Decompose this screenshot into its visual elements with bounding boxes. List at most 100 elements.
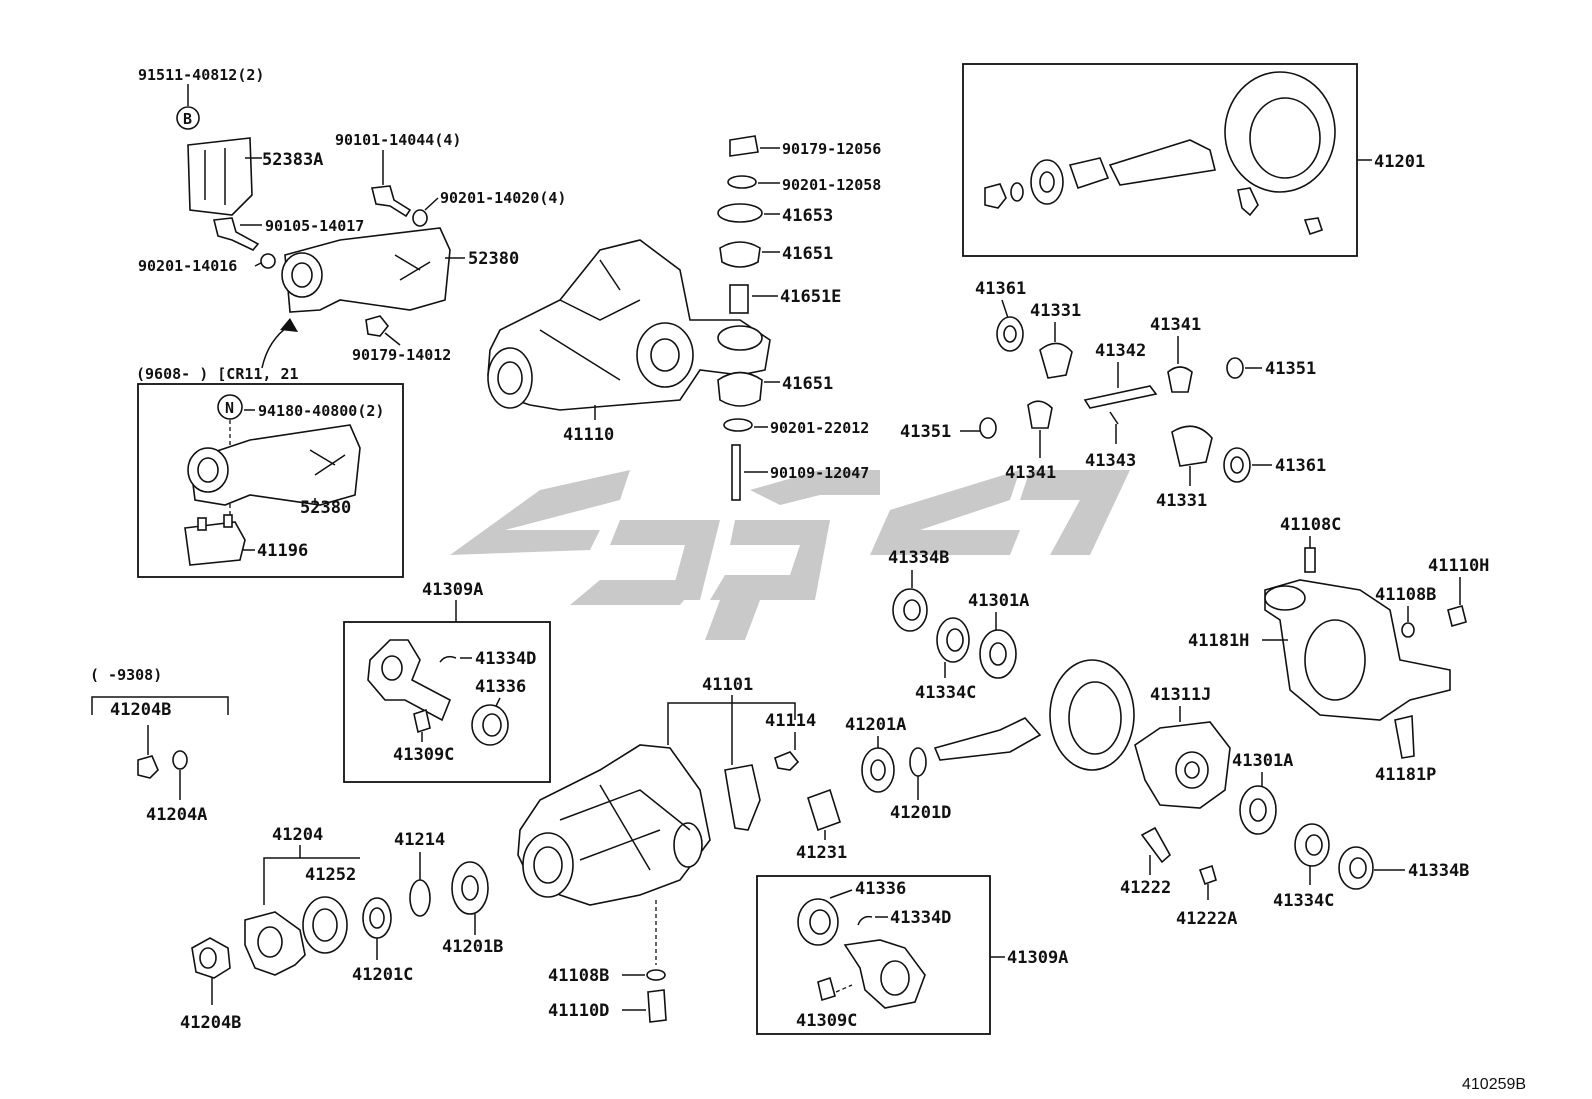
label-bolt-upper: 41309C [393,745,454,765]
cushion-icon [719,241,761,268]
label-washer-top: 90201-12058 [782,176,881,194]
label-bearing-lower: 41301A [1232,751,1293,771]
label-stud: 90109-12047 [770,464,869,482]
bolt-icon [1394,715,1415,759]
marker-b: B [183,110,192,128]
bolt-icon [1237,187,1259,217]
left-flange-header: ( -9308) [90,666,162,684]
left-flange-variant: ( -9308) 41204B 41204A [90,666,229,825]
variant-box: (9608- ) [CR11, 21 N 94180-40800(2) 5238… [136,365,404,578]
marker-n: N [225,399,234,417]
label-side-gear-r: 41331 [1156,491,1207,511]
label-center-group: 41101 [702,675,753,695]
marker-b-icon [176,106,200,130]
pinion-shaft-icon [1083,385,1158,409]
label-bolt-2: 90105-14017 [265,217,364,235]
label-side-shaft-upper: 41309A [422,580,483,600]
label-seal-b-lower: 41334B [1408,861,1469,881]
differential-gears: 41361 41331 41341 41342 41351 41351 4134… [900,279,1326,511]
side-shaft-icon [367,639,452,722]
center-carrier-group: 41101 41114 41201A 41231 41201D 41108B 4… [517,659,1135,1023]
nut-icon [984,183,1007,209]
label-bolt-1: 90101-14044(4) [335,131,461,149]
pinion-icon [1108,139,1216,186]
nut-icon [729,135,759,157]
label-center-bolt: 41114 [765,711,816,731]
label-support-variant: 52380 [300,498,351,518]
label-companion-group: 41204 [272,825,323,845]
label-bracket: 41222 [1120,878,1171,898]
label-nut: 90179-14012 [352,346,451,364]
stopper-icon [717,203,763,223]
label-washer-d: 41201D [890,803,951,823]
label-gasket-center: 41108B [548,966,609,986]
pinion-gear-icon [1027,400,1053,429]
gasket-icon [1401,622,1415,638]
label-oil-seal-upper: 41336 [475,677,526,697]
plug-icon [1447,605,1467,627]
cushion-41196-icon [184,521,246,566]
label-washer-r: 41361 [1275,456,1326,476]
top-bracket-group: 91511-40812(2) B 52383A 90101-14044(4) 9… [138,66,566,369]
thrust-washer-icon [979,417,997,439]
arrow-head-icon [280,318,298,332]
washer-icon [723,418,753,432]
label-support: 52380 [468,249,519,269]
support-52380-icon [284,227,451,313]
ring-gear-kit: 41201 [962,63,1425,257]
label-cushion-upper: 41651 [782,244,833,264]
companion-flange-group: 41204 41252 41201C 41214 41201B 41204B [180,825,503,1033]
nut-icon [137,755,159,779]
label-washer-2: 90201-14016 [138,257,237,275]
label-deflector: 41252 [305,865,356,885]
side-gear-icon [1039,342,1073,379]
right-cover-group: 41108C 41110H 41108B 41181H 41181P [1188,515,1489,785]
label-bearing-b: 41201B [442,937,503,957]
label-collar: 41651E [780,287,841,307]
spacer-icon [1068,157,1110,190]
retainer-icon [724,764,761,831]
label-shaft: 41342 [1095,341,1146,361]
label-plug: 41110H [1428,556,1489,576]
bolt-icon [1198,864,1217,886]
breather-icon [1304,547,1316,573]
bolt-icon [774,751,800,771]
label-thrust-l: 41351 [900,422,951,442]
label-bearing-c: 41201C [352,965,413,985]
label-carrier: 41110 [563,425,614,445]
washer-icon [909,747,927,777]
label-washer-1: 90201-14020(4) [440,189,566,207]
label-snap-ring-upper: 41334D [475,649,536,669]
label-ring-gear-kit: 41201 [1374,152,1425,172]
thrust-washer-icon [1226,357,1244,379]
washer-icon [1010,182,1024,202]
bolt-icon [371,185,412,218]
marker-n-icon [217,394,243,420]
carrier-assembly: 41110 90179-12056 90201-12058 41653 4165… [487,135,881,501]
label-seal-c-lower: 41334C [1273,891,1334,911]
label-bolt-lower: 41309C [796,1011,857,1031]
watermark-logo [450,470,1130,640]
label-washer-l: 41361 [975,279,1026,299]
pinion-gear-icon [1167,366,1193,393]
arrow-line [261,324,291,369]
drive-pinion-icon [933,717,1042,761]
label-pinion-r: 41341 [1150,315,1201,335]
gasket-icon [646,969,666,981]
label-side-shaft-lower: 41309A [1007,948,1068,968]
label-bolt-n: 94180-40800(2) [258,402,384,420]
label-stopper: 41653 [782,206,833,226]
label-bearing-a: 41201A [845,715,906,735]
label-pinion-l: 41341 [1005,463,1056,483]
label-cover: 41181H [1188,631,1249,651]
label-seal-c: 41334C [915,683,976,703]
bolt-icon [1303,217,1324,236]
washer-icon [412,209,428,227]
diagram-id: 410259B [1462,1076,1526,1093]
variant-header: (9608- ) [CR11, 21 [136,365,299,383]
label-snap-ring-lower: 41334D [890,908,951,928]
label-washer-bottom: 90201-22012 [770,419,869,437]
label-gasket: 41108B [1375,585,1436,605]
label-bracket-bolt: 41222A [1176,909,1237,929]
